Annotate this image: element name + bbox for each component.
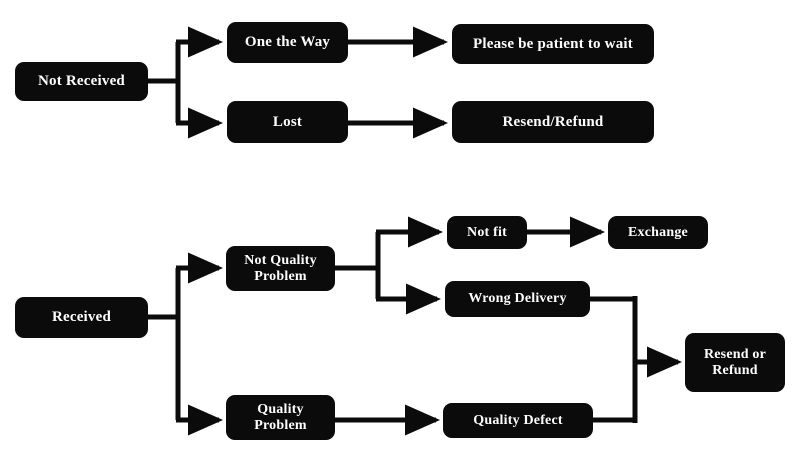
node-resend-refund[interactable]: Resend/Refund [452,101,654,143]
node-quality-problem-label: Quality Problem [254,401,307,433]
node-quality-defect[interactable]: Quality Defect [443,403,593,438]
node-not-fit[interactable]: Not fit [447,216,527,249]
node-exchange-label: Exchange [628,224,688,240]
node-please-be-patient-to-wait[interactable]: Please be patient to wait [452,24,654,64]
node-lost-label: Lost [272,113,303,130]
node-wrong-delivery-label: Wrong Delivery [468,291,567,307]
node-received-label: Received [51,309,112,326]
node-resend-or-refund-label: Resend or Refund [703,346,767,378]
node-on-the-way-label: One the Way [244,34,331,51]
node-quality-problem[interactable]: Quality Problem [226,395,335,440]
node-not-fit-label: Not fit [467,224,507,240]
node-on-the-way[interactable]: One the Way [227,22,348,63]
node-resend-refund-label: Resend/Refund [502,113,604,130]
node-lost[interactable]: Lost [227,101,348,143]
node-not-quality-problem-label: Not Quality Problem [244,252,317,284]
node-exchange[interactable]: Exchange [608,216,708,249]
node-received[interactable]: Received [15,297,148,338]
node-not-quality-problem[interactable]: Not Quality Problem [226,246,335,291]
node-quality-defect-label: Quality Defect [473,412,563,428]
node-not-received-label: Not Received [38,73,125,90]
node-resend-or-refund[interactable]: Resend or Refund [685,333,785,392]
node-wrong-delivery[interactable]: Wrong Delivery [445,281,590,317]
node-not-received[interactable]: Not Received [15,62,148,101]
node-please-be-patient-to-wait-label: Please be patient to wait [473,35,633,52]
